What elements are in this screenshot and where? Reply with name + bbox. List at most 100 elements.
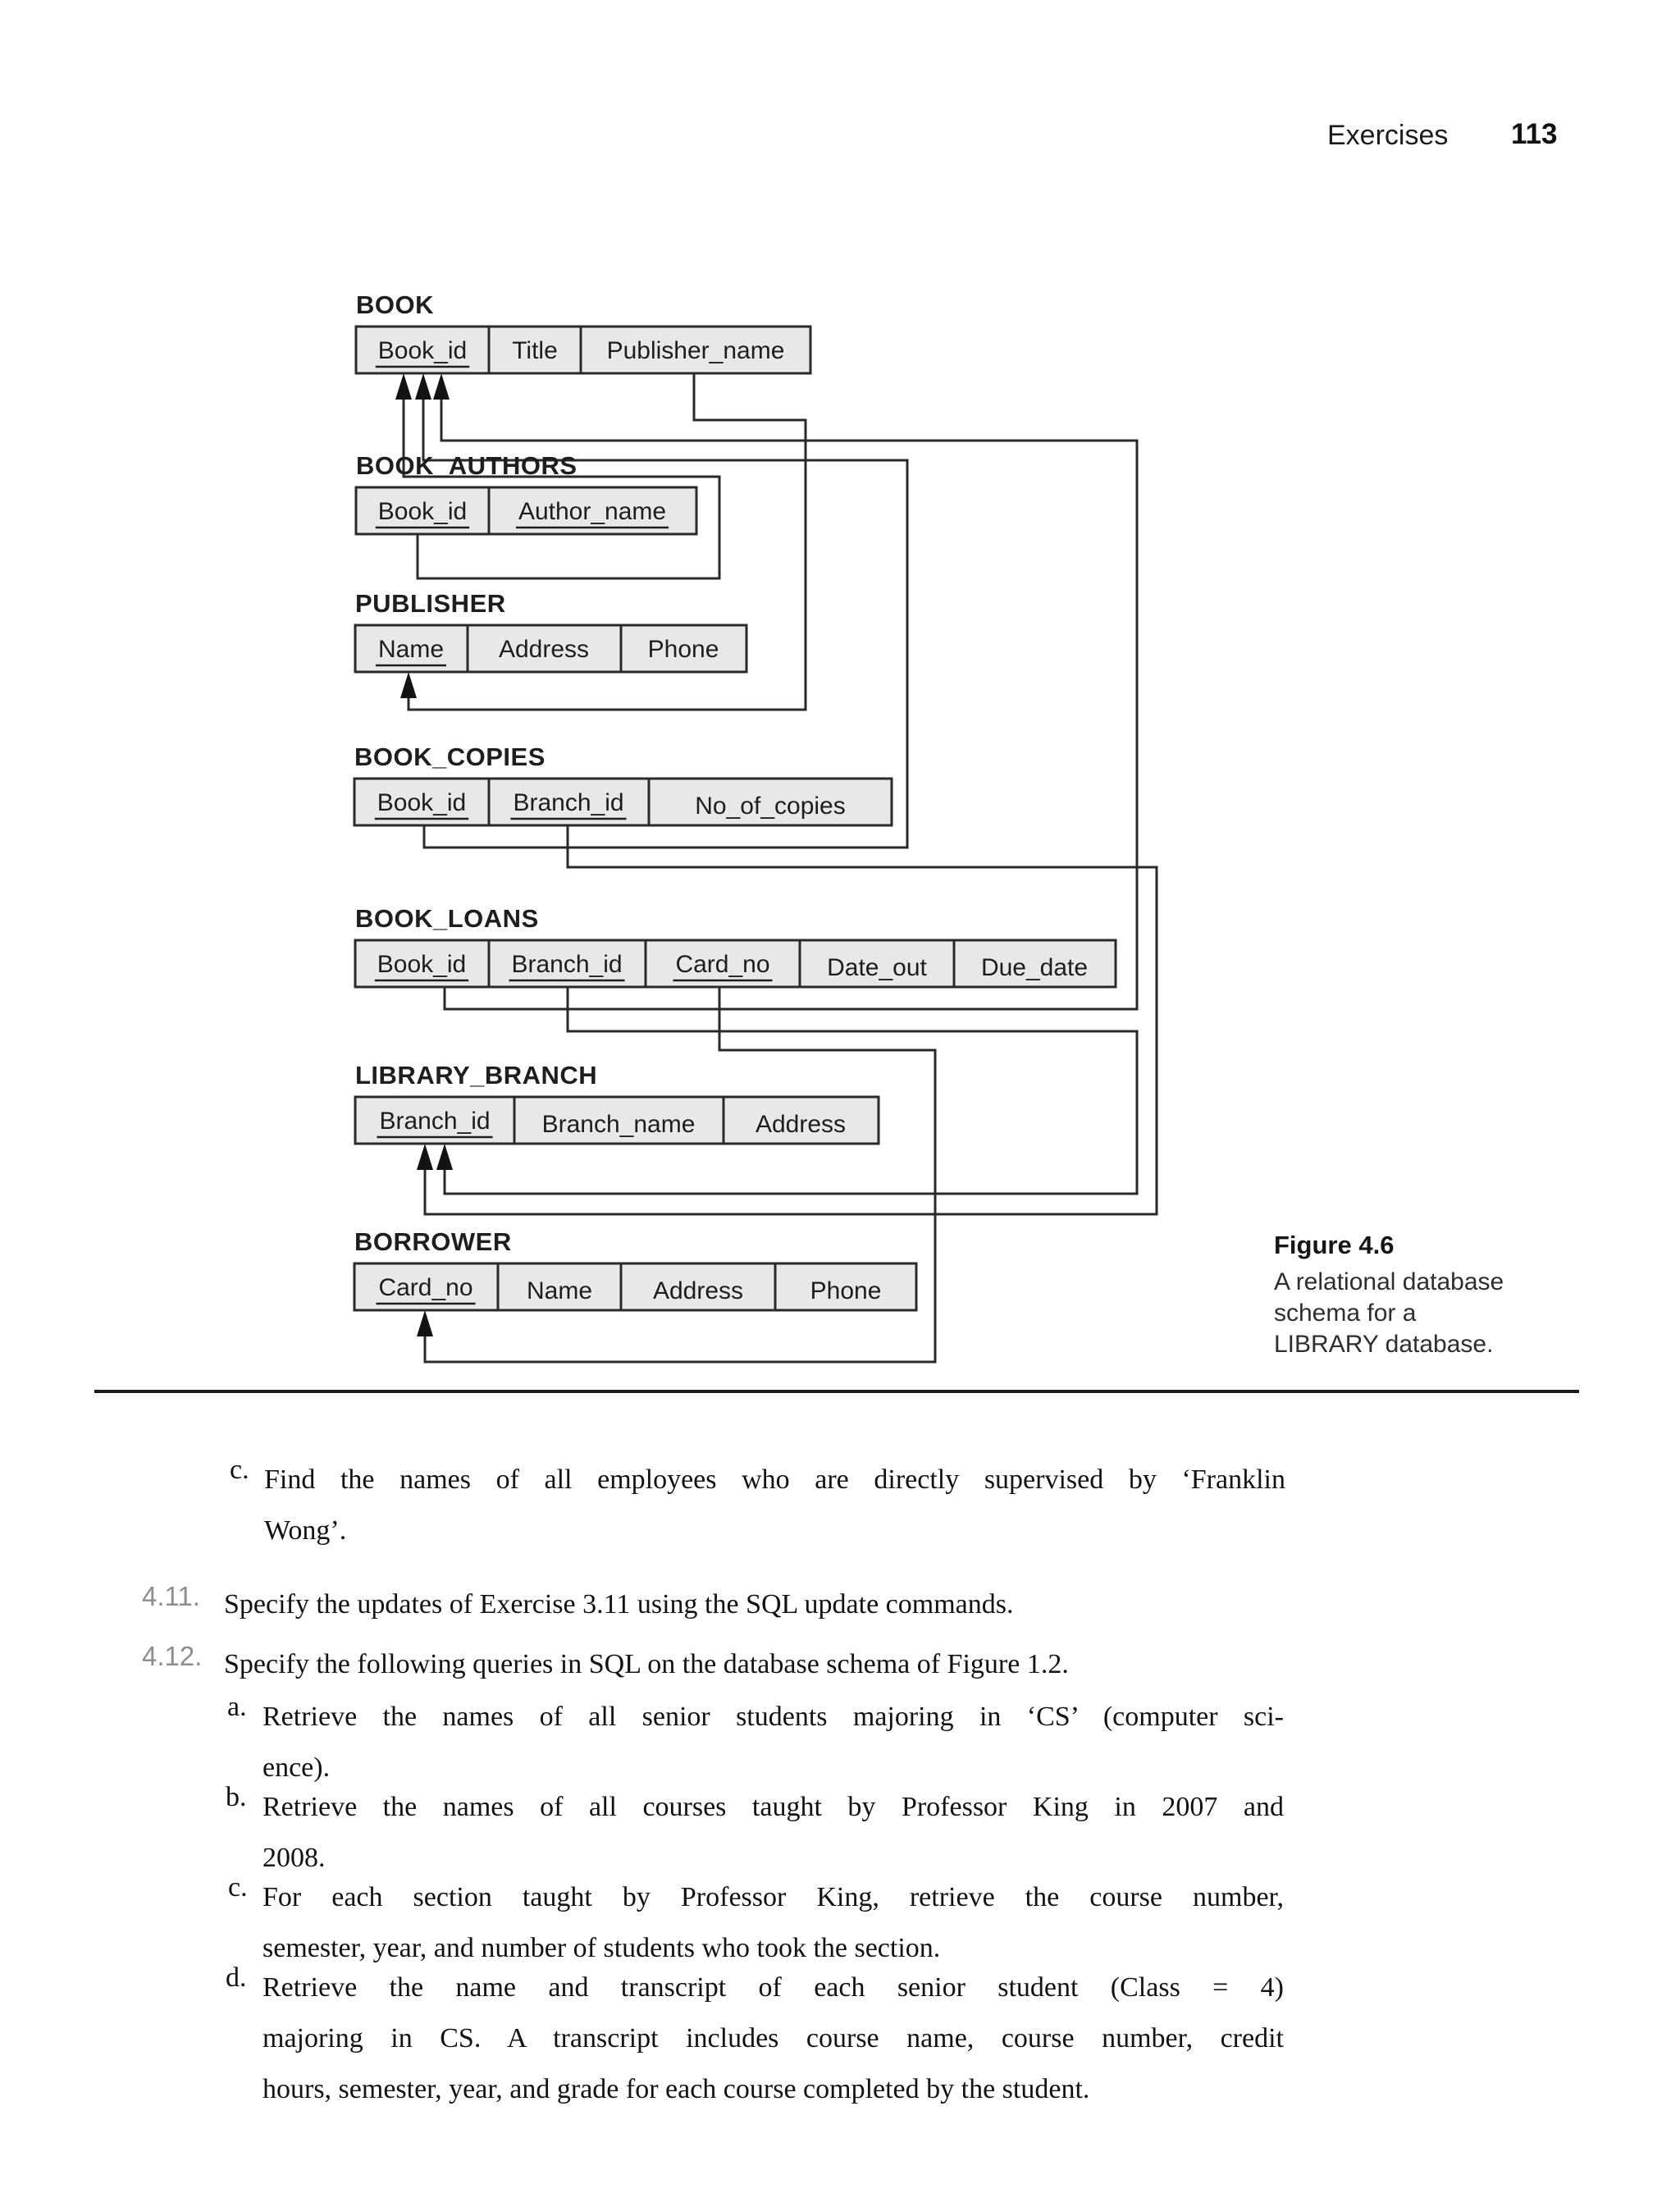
table-title: PUBLISHER [355,589,506,618]
cell [354,624,469,674]
attr-branch_name: Branch_name [542,1111,696,1138]
figure-caption-line: A relational database [1274,1268,1504,1295]
fk-book_loans-to-book [440,379,1139,1011]
arrowhead-borrower [417,1310,433,1336]
table-library_branch: LIBRARY_BRANCH Branch_id Branch_name Add… [354,1061,880,1145]
attr-book_id: Book_id [377,789,466,816]
figure-caption-line: LIBRARY database. [1274,1331,1494,1358]
fk-book_authors-to-book [402,379,721,580]
table-title: BORROWER [354,1227,512,1256]
fk-book_loans-to-library_branch [443,987,1139,1195]
text-line: Find the names of all employees who are … [264,1464,1285,1495]
attr-date_out: Date_out [827,954,927,981]
arrowhead-book-3 [433,373,450,400]
section-divider [94,1390,1579,1393]
arrowhead-book-1 [395,373,412,400]
figure-caption-label: Figure 4.6 [1274,1231,1395,1259]
arrowhead-publisher [400,672,417,698]
figure-caption-line: schema for a [1274,1300,1417,1327]
table-book: BOOK Book_id Title Publisher_name [354,290,812,375]
cell [354,939,491,989]
text-line: Retrieve the names of all senior student… [262,1702,1284,1732]
attr-address: Address [499,636,589,663]
table-title: BOOK_COPIES [354,742,546,771]
cell [798,939,956,989]
attr-address: Address [756,1111,846,1138]
cell [353,777,491,827]
fk-book_loans-to-borrower [423,987,937,1364]
attr-due_date: Due_date [981,954,1088,981]
item-label: a. [227,1692,247,1722]
cell [774,1262,918,1312]
cell [487,486,698,536]
cell [487,777,651,827]
cell [644,939,801,989]
table-title: LIBRARY_BRANCH [355,1061,597,1090]
item-label: d. [226,1962,247,1993]
attr-book_id: Book_id [377,951,466,978]
cell [354,1095,516,1145]
text-line: majoring in CS. A transcript includes co… [262,2023,1284,2054]
table-title: BOOK_LOANS [355,904,539,933]
cell [647,777,893,827]
fk-book-to-publisher [407,373,807,711]
text-line: Specify the updates of Exercise 3.11 usi… [224,1589,1014,1620]
table-title: BOOK_AUTHORS [356,451,578,480]
attr-card_no: Card_no [675,951,769,978]
attr-name: Name [527,1277,592,1304]
fk-book_copies-to-book [422,379,909,849]
cell [496,1262,623,1312]
attr-author_name: Author_name [518,498,666,525]
cell [579,325,812,375]
text-line: ence). [262,1752,331,1783]
attr-name: Name [378,636,444,663]
attr-branch_id: Branch_id [379,1108,490,1135]
page-number: 113 [1511,118,1558,150]
attr-phone: Phone [810,1277,882,1304]
arrowhead-library_branch-2 [436,1144,453,1170]
attr-no_of_copies: No_of_copies [695,793,845,820]
attr-publisher_name: Publisher_name [607,337,785,364]
attr-title: Title [512,337,558,364]
item-label: c. [228,1872,248,1903]
schema-diagram: BOOK Book_id Title Publisher_name BOOK_A… [353,290,1158,1364]
table-title: BOOK [356,290,434,319]
table-book_copies: BOOK_COPIES Book_id Branch_id No_of_copi… [353,742,893,827]
attr-book_id: Book_id [378,498,467,525]
cell [513,1095,725,1145]
item-label: b. [226,1782,247,1812]
exercise-number: 4.12. [142,1641,203,1671]
text-line: For each section taught by Professor Kin… [262,1882,1284,1912]
item-label: c. [230,1455,249,1485]
cell [722,1095,880,1145]
exercise-number: 4.11. [142,1581,200,1611]
cell [619,624,748,674]
cell [354,486,491,536]
text-line: hours, semester, year, and grade for eac… [262,2074,1090,2104]
text-line: 2008. [262,1843,326,1873]
attr-book_id: Book_id [378,337,467,364]
attr-phone: Phone [648,636,719,663]
text-line: Wong’. [264,1515,347,1546]
text-line: Retrieve the name and transcript of each… [262,1972,1284,2003]
attr-card_no: Card_no [378,1274,472,1301]
cell [466,624,623,674]
attr-branch_id: Branch_id [511,951,622,978]
figure-caption: Figure 4.6 A relational database schema … [1274,1231,1569,1360]
cell [952,939,1117,989]
cell [353,1262,500,1312]
table-book_loans: BOOK_LOANS Book_id Branch_id Card_no Dat… [354,904,1117,989]
text-line: Retrieve the names of all courses taught… [262,1792,1284,1822]
cell [487,939,647,989]
arrowhead-book-2 [415,373,431,400]
attr-branch_id: Branch_id [513,789,623,816]
text-line: semester, year, and number of students w… [262,1933,941,1963]
arrowhead-library_branch-1 [417,1144,433,1170]
text-line: Specify the following queries in SQL on … [224,1649,1069,1679]
table-publisher: PUBLISHER Name Address Phone [354,589,748,674]
table-book_authors: BOOK_AUTHORS Book_id Author_name [354,451,698,536]
attr-address: Address [653,1277,743,1304]
running-head-title: Exercises [1327,120,1449,151]
table-borrower: BORROWER Card_no Name Address Phone [353,1227,918,1312]
